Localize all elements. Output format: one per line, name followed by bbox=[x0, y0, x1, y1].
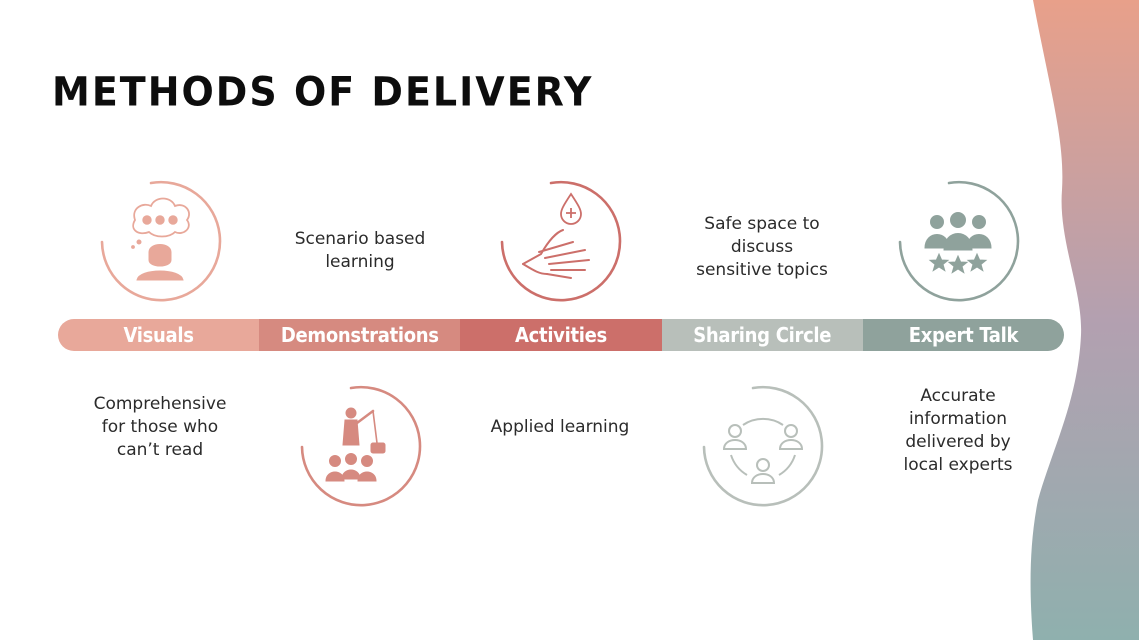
description-visuals: Comprehensive for those who can’t read bbox=[93, 394, 227, 460]
rated-group-icon bbox=[898, 180, 1020, 302]
hand-washing-icon bbox=[500, 180, 622, 302]
description-sharing-circle: Safe space to discuss sensitive topics bbox=[696, 214, 828, 280]
timeline-segment-activities: Activities bbox=[460, 319, 662, 351]
description-expert-talk: Accurate information delivered by local … bbox=[903, 386, 1013, 475]
circle-of-people-icon bbox=[702, 385, 824, 507]
timeline-segment-visuals: Visuals bbox=[58, 319, 260, 351]
timeline-segment-demonstrations: Demonstrations bbox=[259, 319, 461, 351]
page-title: METHODS OF DELIVERY bbox=[52, 68, 594, 116]
timeline-segment-expert-talk: Expert Talk bbox=[862, 319, 1064, 351]
description-activities: Applied learning bbox=[490, 417, 630, 437]
timeline-segment-sharing-circle: Sharing Circle bbox=[661, 319, 863, 351]
presenter-audience-icon bbox=[300, 385, 422, 507]
timeline-bar: Visuals Demonstrations Activities Sharin… bbox=[58, 319, 1064, 351]
description-demonstrations: Scenario based learning bbox=[294, 229, 426, 272]
thinking-person-icon bbox=[100, 180, 222, 302]
